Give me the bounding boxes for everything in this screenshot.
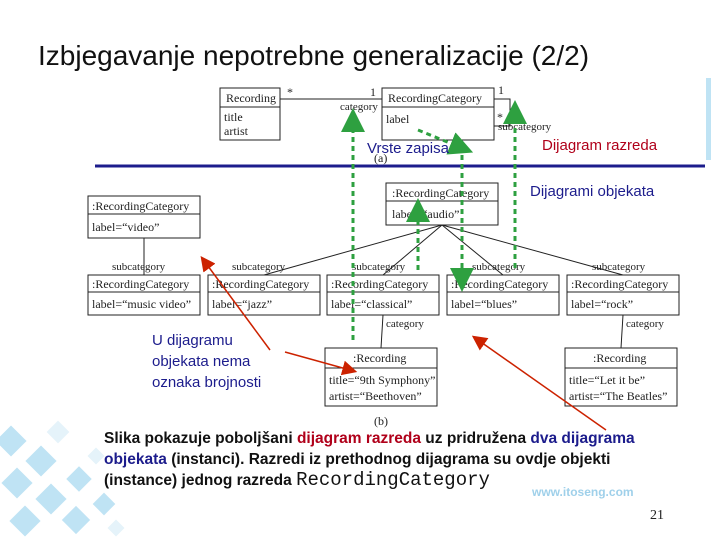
link-classical-recording1 [380, 314, 384, 349]
note-line-3: oznaka brojnosti [152, 374, 262, 391]
class-recordingcategory-name: RecordingCategory [388, 91, 482, 105]
obj-audio-name: :RecordingCategory [392, 186, 489, 200]
role-cat-rock: category [626, 318, 664, 330]
obj-rock-attr: label=“rock” [571, 297, 633, 311]
red-arrow-3 [471, 335, 607, 431]
role-category: category [340, 101, 378, 113]
link-audio-classical [382, 224, 443, 276]
class-recording-attr-title: title [224, 110, 243, 124]
obj-classical-name: :RecordingCategory [331, 277, 428, 291]
caption-highlight-object-diagrams: dva dijagrama objekata [104, 430, 635, 468]
label-dijagram-razreda: Dijagram razreda [542, 137, 658, 154]
class-recordingcategory-attr-label: label [386, 112, 410, 126]
accent-bar [706, 78, 711, 160]
obj-classical-attr: label=“classical” [331, 297, 412, 311]
link-audio-rock [441, 224, 624, 276]
red-arrow-1 [200, 255, 271, 351]
link-audio-blues [441, 224, 504, 276]
obj-jazz-attr: label=“jazz” [212, 297, 272, 311]
obj-recording1-name: :Recording [353, 351, 406, 365]
red-arrows [200, 255, 607, 431]
note-line-1: U dijagramu [152, 332, 233, 349]
role-sub-classical: subcategory [352, 261, 406, 273]
object-diagram [87, 182, 680, 407]
class-recording-box [219, 87, 281, 141]
watermark: www.itoseng.com [532, 485, 634, 499]
caption-b: (b) [374, 414, 388, 428]
obj-blues-attr: label=“blues” [451, 297, 517, 311]
obj-audio-attr: label=“audio” [392, 207, 459, 221]
note-u-dijagramu: U dijagramu objekata nema oznaka brojnos… [152, 330, 261, 393]
caption-highlight-class-diagram: dijagram razreda [296, 430, 421, 447]
note-line-2: objekata nema [152, 353, 251, 370]
obj-video-name: :RecordingCategory [92, 199, 189, 213]
caption-part-1: Slika pokazuje poboljšani [104, 430, 297, 447]
obj-recording2-artist: artist=“The Beatles” [569, 389, 667, 403]
caption-text: Slika pokazuje poboljšani dijagram razre… [104, 428, 674, 491]
decorative-mosaic [0, 410, 140, 540]
obj-blues-name: :RecordingCategory [451, 277, 548, 291]
class-diagram [219, 87, 511, 141]
role-sub-blues: subcategory [472, 261, 526, 273]
obj-jazz-name: :RecordingCategory [212, 277, 309, 291]
class-recordingcategory-box [381, 87, 495, 141]
link-rock-recording2 [620, 314, 624, 349]
page-number: 21 [650, 508, 664, 523]
obj-musicvideo-name: :RecordingCategory [92, 277, 189, 291]
obj-recording1-artist: artist=“Beethoven” [329, 389, 422, 403]
role-sub-rock: subcategory [592, 261, 646, 273]
obj-recording2-title: title=“Let it be” [569, 373, 645, 387]
label-dijagrami-objekata: Dijagrami objekata [530, 183, 655, 200]
self-mult-star: * [497, 110, 503, 124]
class-recording-name: Recording [226, 91, 276, 105]
label-vrste-zapisa: Vrste zapisa [367, 140, 449, 157]
green-arrows [341, 100, 527, 340]
red-arrow-2 [284, 351, 358, 376]
self-mult-one: 1 [498, 83, 504, 97]
slide-title: Izbjegavanje nepotrebne generalizacije (… [38, 40, 590, 71]
obj-musicvideo-attr: label=“music video” [92, 297, 191, 311]
mult-star: * [287, 85, 293, 99]
mult-one: 1 [370, 85, 376, 99]
obj-video-attr: label=“video” [92, 220, 159, 234]
caption-code: RecordingCategory [296, 469, 490, 491]
green-arrow-vrste [417, 128, 474, 155]
role-subcategory: subcategory [498, 121, 552, 133]
obj-rock-name: :RecordingCategory [571, 277, 668, 291]
role-cat-classical: category [386, 318, 424, 330]
caption-a: (a) [374, 151, 387, 165]
obj-recording2-name: :Recording [593, 351, 646, 365]
caption-part-3: (instanci). Razredi iz prethodnog dijagr… [104, 451, 611, 489]
class-recording-attr-artist: artist [224, 124, 249, 138]
caption-part-2: uz pridružena [421, 430, 531, 447]
role-sub-musicvideo: subcategory [112, 261, 166, 273]
role-sub-jazz: subcategory [232, 261, 286, 273]
obj-recording1-title: title=“9th Symphony” [329, 373, 435, 387]
